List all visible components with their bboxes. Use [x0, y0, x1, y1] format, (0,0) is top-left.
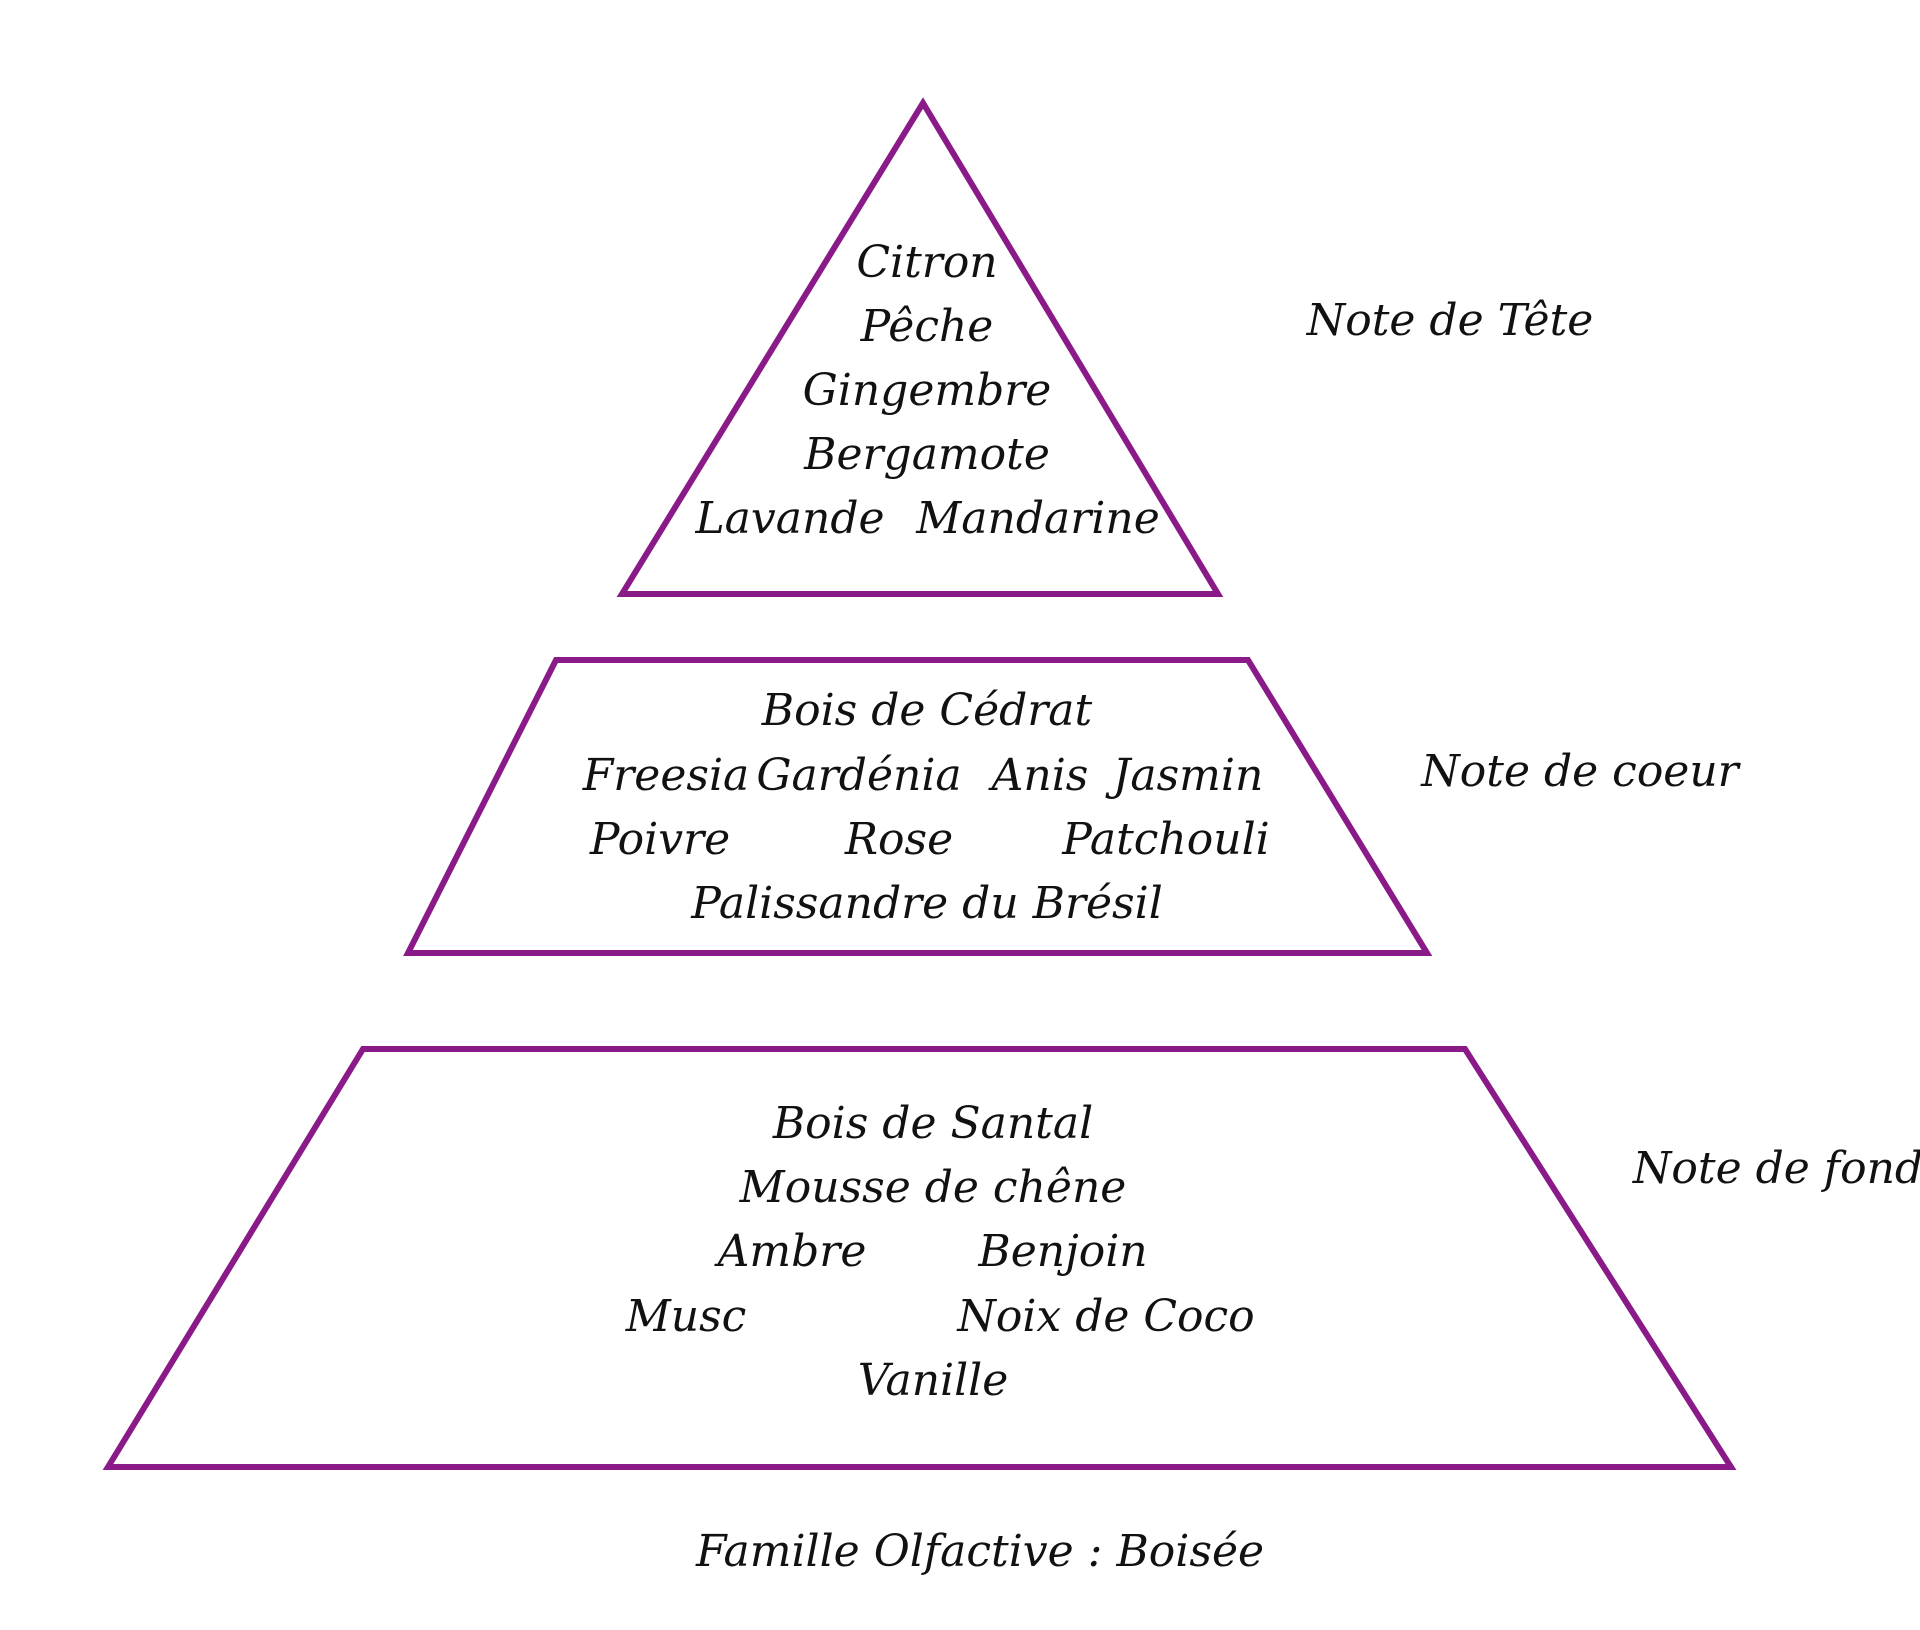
base-note-vanille: Vanille — [858, 1355, 1009, 1406]
top-note-citron: Citron — [856, 237, 997, 288]
top-note-lavande: Lavande — [694, 493, 884, 544]
heart-note-patchouli: Patchouli — [1061, 814, 1270, 865]
base-notes-trapezoid — [102, 1046, 1737, 1470]
heart-note-jasmin: Jasmin — [1105, 750, 1264, 801]
top-note-mandarine: Mandarine — [915, 493, 1160, 544]
base-notes-label: Note de fond — [1632, 1143, 1920, 1194]
heart-note-bois-de-cedrat: Bois de Cédrat — [761, 685, 1093, 736]
top-note-peche: Pêche — [860, 301, 994, 352]
heart-note-anis: Anis — [988, 750, 1089, 801]
olfactive-family-caption: Famille Olfactive : Boisée — [695, 1526, 1264, 1577]
heart-note-rose: Rose — [844, 814, 953, 865]
base-note-musc: Musc — [625, 1291, 747, 1342]
base-note-noix-de-coco: Noix de Coco — [956, 1291, 1254, 1342]
base-note-mousse-de-chene: Mousse de chêne — [739, 1162, 1127, 1213]
heart-note-gardenia: Gardénia — [756, 750, 961, 801]
base-note-benjoin: Benjoin — [977, 1226, 1147, 1277]
heart-note-poivre: Poivre — [589, 814, 730, 865]
top-notes-label: Note de Tête — [1306, 295, 1594, 346]
top-note-bergamote: Bergamote — [803, 429, 1050, 480]
top-note-gingembre: Gingembre — [803, 365, 1052, 416]
base-note-bois-de-santal: Bois de Santal — [772, 1098, 1093, 1149]
base-note-ambre: Ambre — [714, 1226, 867, 1277]
top-notes-triangle — [616, 97, 1224, 597]
heart-notes-trapezoid — [403, 657, 1433, 956]
heart-note-palissandre: Palissandre du Brésil — [690, 878, 1163, 929]
heart-notes-label: Note de coeur — [1420, 746, 1741, 797]
heart-note-freesia: Freesia — [582, 750, 750, 801]
